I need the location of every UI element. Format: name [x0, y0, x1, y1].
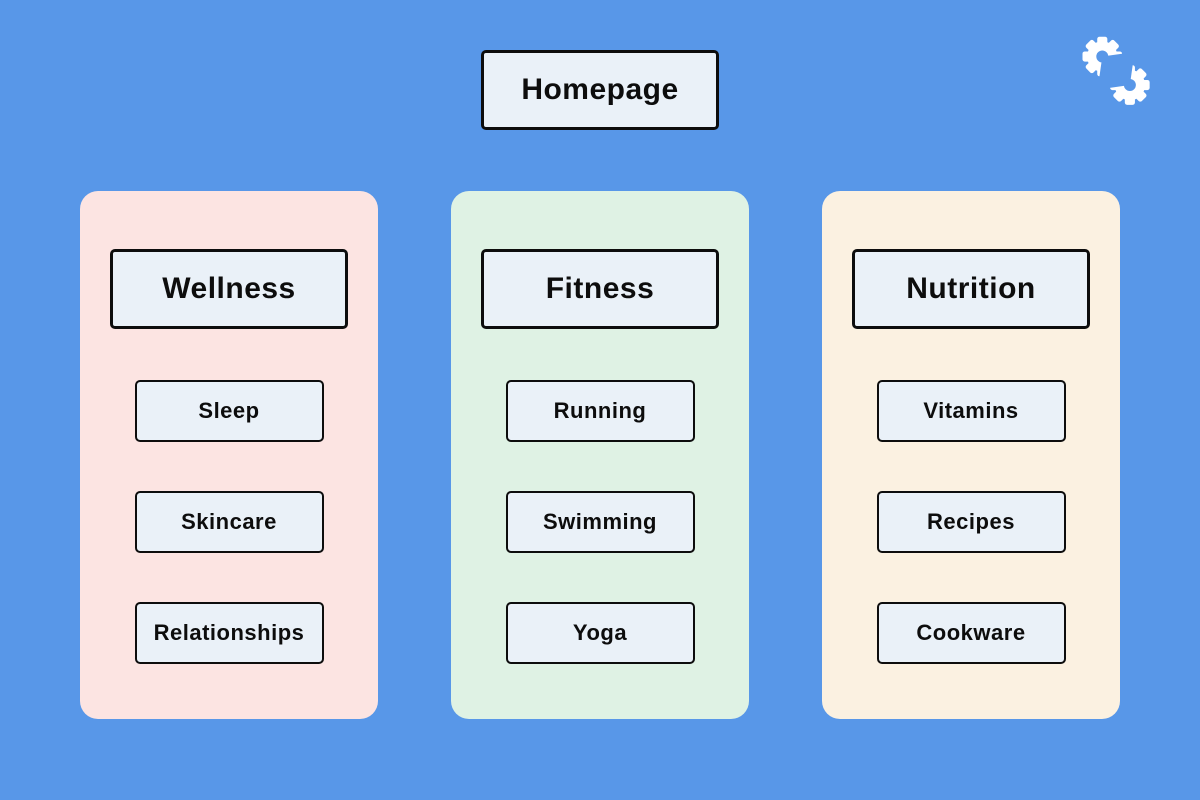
swimming-node: Swimming [505, 491, 695, 553]
skincare-node: Skincare [134, 491, 324, 553]
running-node: Running [505, 380, 695, 442]
vitamins-node: Vitamins [876, 380, 1066, 442]
category-panels: Wellness Sleep Skincare Relationships Fi… [80, 191, 1120, 719]
interlocking-gears-logo-icon [1078, 32, 1154, 109]
yoga-node: Yoga [505, 602, 695, 664]
fitness-category-node: Fitness [481, 249, 719, 329]
nutrition-category-node: Nutrition [852, 249, 1090, 329]
relationships-node: Relationships [134, 602, 324, 664]
nutrition-panel: Nutrition Vitamins Recipes Cookware [822, 191, 1120, 719]
wellness-category-node: Wellness [110, 249, 348, 329]
fitness-panel: Fitness Running Swimming Yoga [451, 191, 749, 719]
sleep-node: Sleep [134, 380, 324, 442]
recipes-node: Recipes [876, 491, 1066, 553]
wellness-panel: Wellness Sleep Skincare Relationships [80, 191, 378, 719]
homepage-node: Homepage [481, 50, 719, 130]
cookware-node: Cookware [876, 602, 1066, 664]
